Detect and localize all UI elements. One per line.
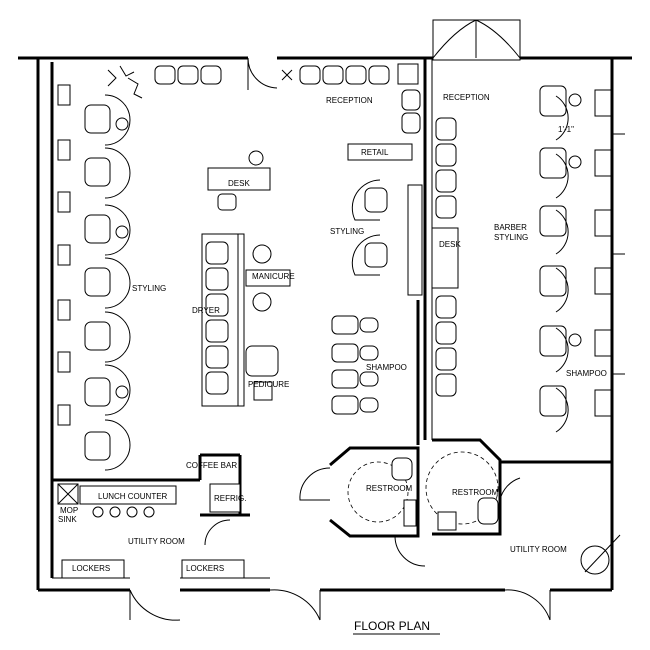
styling-station <box>57 139 131 199</box>
styling-station <box>57 404 131 471</box>
label-lockers-1: LOCKERS <box>72 564 110 573</box>
restroom-left <box>299 446 420 538</box>
entry-door-left <box>247 57 278 90</box>
plant-icon <box>107 65 135 87</box>
reception-desk-left <box>207 150 271 211</box>
label-barber-styling: STYLING <box>494 233 528 242</box>
barber-stations <box>539 85 625 433</box>
label-restroom-left: RESTROOM <box>366 484 413 493</box>
styling-station <box>57 244 131 309</box>
receptionist-figure <box>248 150 264 166</box>
label-utility-room-left: UTILITY ROOM <box>128 537 185 546</box>
styling-center <box>351 179 423 296</box>
label-restroom-right: RESTROOM <box>452 488 499 497</box>
label-coffee-bar: COFFEE BAR <box>186 461 237 470</box>
label-dimension: 1'-1" <box>558 125 574 134</box>
label-refrig: REFRIG. <box>214 494 246 503</box>
stylist-figure <box>115 225 129 239</box>
dryer-bank <box>201 233 245 407</box>
label-mop-sink-2: SINK <box>58 515 77 524</box>
plan-title: FLOOR PLAN <box>354 619 430 633</box>
exit-doors <box>129 589 551 621</box>
barber-figure <box>568 333 582 347</box>
label-retail: RETAIL <box>361 148 389 157</box>
label-styling-left: STYLING <box>132 284 166 293</box>
stylist-figure <box>115 385 129 399</box>
label-lunch-counter: LUNCH COUNTER <box>98 492 168 501</box>
styling-station <box>57 299 131 363</box>
lockers <box>61 559 125 579</box>
manicure-station <box>245 244 291 312</box>
restroom-right <box>394 438 612 567</box>
label-dryer: DRYER <box>192 306 220 315</box>
styling-station <box>57 84 131 146</box>
label-shampoo-right: SHAMPOO <box>566 369 607 378</box>
shampoo-bowls-center <box>331 315 379 415</box>
refrigerator <box>209 483 241 513</box>
label-lockers-2: LOCKERS <box>186 564 224 573</box>
waiting-chairs-left <box>107 65 222 99</box>
styling-station <box>57 191 131 256</box>
label-desk-right: DESK <box>439 240 461 249</box>
label-mop-sink-1: MOP <box>60 506 78 515</box>
lockers <box>181 559 245 579</box>
label-manicure: MANICURE <box>252 272 295 281</box>
label-shampoo-center: SHAMPOO <box>366 363 407 372</box>
waiting-chairs-center <box>281 63 421 134</box>
label-desk-left: DESK <box>228 179 250 188</box>
label-styling-center: STYLING <box>330 227 364 236</box>
label-barber: BARBER <box>494 223 527 232</box>
styling-stations-left <box>57 84 131 471</box>
styling-station <box>57 351 131 416</box>
pedicure-station <box>245 345 279 401</box>
barber-figure <box>568 155 582 169</box>
plant-icon <box>127 77 143 99</box>
utility-area-left <box>52 453 250 579</box>
label-reception-left: RECEPTION <box>326 96 373 105</box>
entry-door-right <box>432 19 521 61</box>
label-utility-room-right: UTILITY ROOM <box>510 545 567 554</box>
stylist-figure <box>115 117 129 131</box>
lunch-counter <box>79 485 177 505</box>
plant-icon <box>281 69 293 81</box>
waiting-chairs-right <box>431 117 459 397</box>
retail-display <box>347 143 413 161</box>
label-pedicure: PEDICURE <box>248 380 289 389</box>
water-heater <box>580 534 621 575</box>
barber-figure <box>568 93 582 107</box>
label-reception-right: RECEPTION <box>443 93 490 102</box>
